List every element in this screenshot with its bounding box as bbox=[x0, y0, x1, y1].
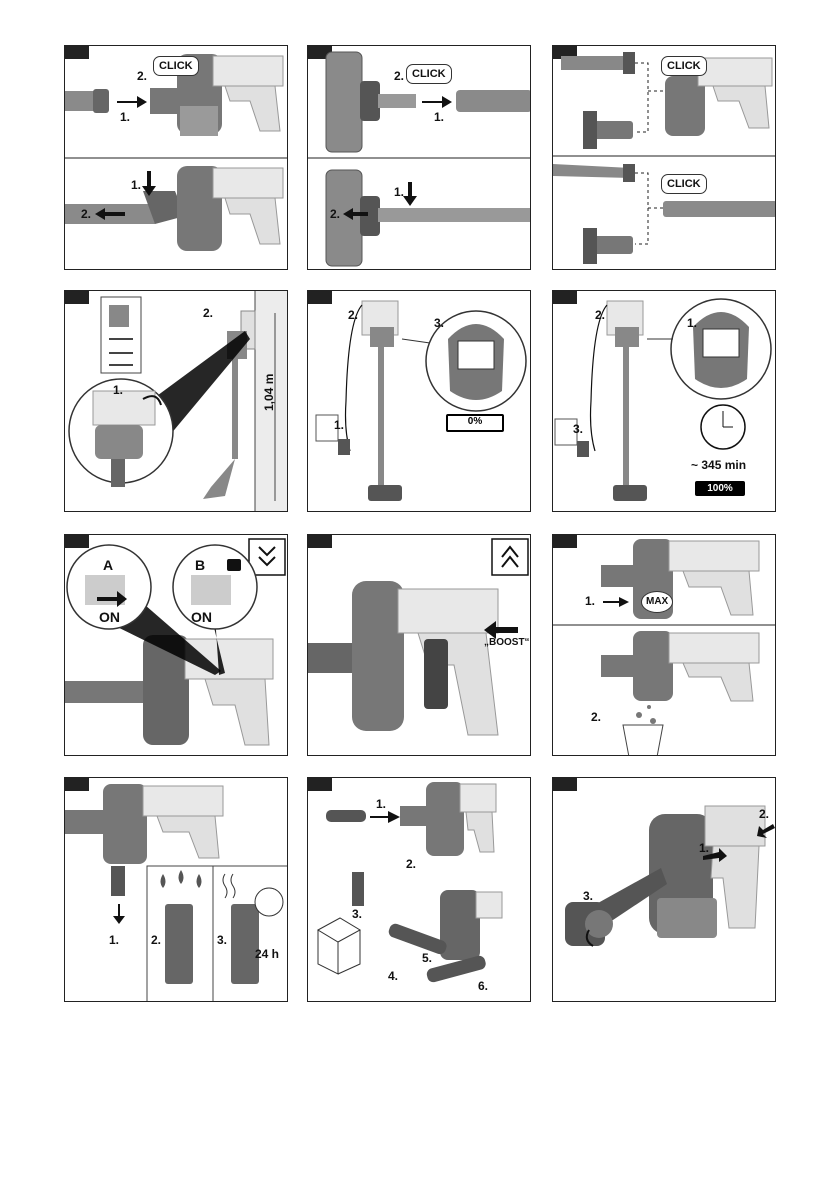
step-label: 2. bbox=[595, 309, 605, 321]
battery-indicator: 0% bbox=[446, 414, 504, 432]
height-label: 1,04 m bbox=[263, 374, 275, 411]
panel-10: 1. 2. 3. 24 h bbox=[64, 777, 288, 1002]
step-label: 1. bbox=[131, 179, 141, 191]
filter-replacement-illustration bbox=[308, 778, 531, 1002]
step-label: 1. bbox=[120, 111, 130, 123]
panel-11: 1. 2. 3. 4. 5. 6. bbox=[307, 777, 531, 1002]
battery-indicator: 100% bbox=[695, 481, 745, 496]
step-label: 2. bbox=[81, 208, 91, 220]
step-label: 2. bbox=[348, 309, 358, 321]
panel-2: 2. 1. 1. 2. CLICK bbox=[307, 45, 531, 270]
click-callout: CLICK bbox=[153, 56, 199, 76]
drying-time-label: 24 h bbox=[255, 948, 279, 960]
step-label: 3. bbox=[217, 934, 227, 946]
filter-cleaning-illustration bbox=[65, 778, 288, 1002]
on-label: ON bbox=[191, 611, 212, 623]
empty-dust-bin-illustration bbox=[553, 535, 776, 756]
panel-5: 2. 3. 1. 0% bbox=[307, 290, 531, 512]
step-label: 2. bbox=[330, 208, 340, 220]
panel-8: „BOOST“ bbox=[307, 534, 531, 756]
click-callout: CLICK bbox=[661, 56, 707, 76]
step-label: 6. bbox=[478, 980, 488, 992]
step-label: 1. bbox=[434, 111, 444, 123]
step-label: 1. bbox=[687, 317, 697, 329]
step-label: 1. bbox=[394, 186, 404, 198]
step-label: 1. bbox=[113, 384, 123, 396]
step-label: 3. bbox=[352, 908, 362, 920]
charging-complete-illustration bbox=[553, 291, 776, 512]
step-label: 1. bbox=[109, 934, 119, 946]
step-label: 2. bbox=[137, 70, 147, 82]
step-label: 1. bbox=[334, 419, 344, 431]
step-label: 5. bbox=[422, 952, 432, 964]
click-callout: CLICK bbox=[406, 64, 452, 84]
power-switch-illustration bbox=[65, 535, 288, 756]
boost-label: „BOOST“ bbox=[484, 637, 530, 649]
step-label: 1. bbox=[699, 842, 709, 854]
panel-4: 2. 1. 1,04 m bbox=[64, 290, 288, 512]
panel-9: 1. MAX 2. bbox=[552, 534, 776, 756]
panel-7: A B ON ON bbox=[64, 534, 288, 756]
vacuum-attach-tube-illustration bbox=[65, 46, 288, 270]
max-indicator: MAX bbox=[641, 591, 673, 613]
panel-12: 2. 1. 3. bbox=[552, 777, 776, 1002]
step-label: 4. bbox=[388, 970, 398, 982]
runtime-label: ~ 345 min bbox=[691, 459, 746, 471]
switch-label: A bbox=[103, 559, 113, 571]
step-label: 1. bbox=[376, 798, 386, 810]
step-label: 2. bbox=[203, 307, 213, 319]
step-label: 2. bbox=[406, 858, 416, 870]
on-label: ON bbox=[99, 611, 120, 623]
switch-label: B bbox=[195, 559, 205, 571]
step-label: 3. bbox=[434, 317, 444, 329]
step-label: 1. bbox=[585, 595, 595, 607]
step-label: 2. bbox=[759, 808, 769, 820]
step-label: 2. bbox=[591, 711, 601, 723]
step-label: 3. bbox=[573, 423, 583, 435]
wall-mount-illustration bbox=[65, 291, 288, 512]
accessory-attach-illustration bbox=[553, 46, 776, 270]
charging-illustration bbox=[308, 291, 531, 512]
panel-3: CLICK CLICK bbox=[552, 45, 776, 270]
step-label: 3. bbox=[583, 890, 593, 902]
click-callout: CLICK bbox=[661, 174, 707, 194]
panel-1: 2. 1. 1. 2. CLICK bbox=[64, 45, 288, 270]
step-label: 2. bbox=[394, 70, 404, 82]
step-label: 2. bbox=[151, 934, 161, 946]
panel-6: 2. 1. 3. ~ 345 min 100% bbox=[552, 290, 776, 512]
